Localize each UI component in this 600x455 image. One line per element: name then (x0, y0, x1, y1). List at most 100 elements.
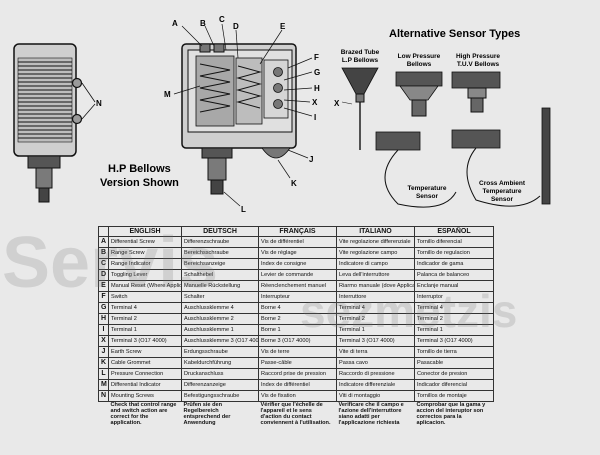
header-english: ENGLISH (108, 226, 182, 237)
cell-francais: Borne 3 (O17 4000) (258, 335, 337, 347)
cross-label-3: Sensor (491, 196, 514, 203)
cell-italiano: Leva dell'interruttore (336, 269, 415, 281)
callout-h: H (314, 84, 320, 93)
cell-francais: Index de consigne (258, 258, 337, 270)
cell-francais: Vis de réglage (258, 247, 337, 259)
cell-espanol: Palanca de balanceo (414, 269, 494, 281)
note-francais: Vérifier que l'échelle de l'appareil et … (260, 402, 331, 426)
cell-francais: Index de différentiel (258, 379, 337, 391)
cell-espanol: Tornillo de tierra (414, 346, 494, 358)
note-espanol: Comprobar que la gama y accion del inter… (416, 402, 486, 426)
cell-italiano: Passa cavo (336, 357, 415, 369)
low-label-2: Bellows (407, 61, 432, 68)
cell-english: Range Screw (108, 247, 182, 259)
cell-deutsch: Kabeldurchführung (181, 357, 259, 369)
cell-deutsch: Schalter (181, 291, 259, 303)
cell-italiano: Viti di montaggio (336, 390, 415, 402)
cell-deutsch: Bereichsanzeige (181, 258, 259, 270)
callout-n: N (96, 99, 102, 108)
callout-a: A (172, 19, 178, 28)
cell-english: Range Indicator (108, 258, 182, 270)
cell-english: Cable Grommet (108, 357, 182, 369)
cell-italiano: Indicatore di campo (336, 258, 415, 270)
cell-italiano: Vite regolazione campo (336, 247, 415, 259)
callout-g: G (314, 68, 320, 77)
cell-english: Differential Screw (108, 236, 182, 248)
cell-francais: Réenclenchement manuel (258, 280, 337, 292)
cell-deutsch: Schalthebel (181, 269, 259, 281)
high-label-2: T.U.V Bellows (457, 61, 500, 68)
row-key: D (98, 269, 109, 281)
row-key: C (98, 258, 109, 270)
cell-italiano: Raccordo di pressione (336, 368, 415, 380)
cell-english: Terminal 4 (108, 302, 182, 314)
cell-deutsch: Befestigungsschraube (181, 390, 259, 402)
header-italiano: ITALIANO (336, 226, 415, 237)
note-deutsch: Prüfen sie den Regelbereich entsprechend… (183, 402, 231, 426)
cell-espanol: Interruptor (414, 291, 494, 303)
row-key: G (98, 302, 109, 314)
cell-deutsch: Druckanschluss (181, 368, 259, 380)
cell-deutsch: Auschlussklemme 1 (181, 324, 259, 336)
cell-espanol: Terminal 2 (414, 313, 494, 325)
cell-francais: Borne 2 (258, 313, 337, 325)
callout-j: J (309, 155, 313, 164)
cell-deutsch: Auschlussklemme 4 (181, 302, 259, 314)
cell-english: Differential Indicator (108, 379, 182, 391)
cell-italiano: Interruttore (336, 291, 415, 303)
cell-deutsch: Differenzanzeige (181, 379, 259, 391)
cell-deutsch: Auschlussklemme 2 (181, 313, 259, 325)
side-view-diagram (13, 43, 96, 203)
cell-deutsch: Manuelle Rückstellung (181, 280, 259, 292)
callout-f: F (314, 53, 319, 62)
caption-line-1: H.P Bellows (108, 163, 171, 175)
note-italiano: Verificare che il campo e l'azione dell'… (338, 402, 404, 426)
cell-francais: Vis de différentiel (258, 236, 337, 248)
callout-c: C (219, 15, 225, 24)
callout-m: M (164, 90, 171, 99)
cross-label-1: Cross Ambient (479, 180, 526, 187)
row-key: M (98, 379, 109, 391)
cell-espanol: Terminal 4 (414, 302, 494, 314)
callout-d: D (233, 22, 239, 31)
cell-espanol: Indicador de gama (414, 258, 494, 270)
cell-english: Mounting Screws (108, 390, 182, 402)
low-label-1: Low Pressure (398, 53, 441, 60)
cell-espanol: Tornillo de regulacion (414, 247, 494, 259)
cell-francais: Borne 4 (258, 302, 337, 314)
row-key: I (98, 324, 109, 336)
caption-line-2: Version Shown (100, 177, 179, 189)
callout-x-sensor: X (334, 99, 340, 108)
high-label-1: High Pressure (456, 53, 500, 60)
cell-espanol: Pasacable (414, 357, 494, 369)
row-key: X (98, 335, 109, 347)
cell-english: Switch (108, 291, 182, 303)
front-view-diagram (173, 23, 313, 207)
temp-label-2: Sensor (416, 193, 439, 200)
cell-english: Pressure Connection (108, 368, 182, 380)
table-header-row: ENGLISH DEUTSCH FRANÇAIS ITALIANO ESPAÑO… (98, 226, 494, 237)
row-key: F (98, 291, 109, 303)
row-key: K (98, 357, 109, 369)
brazed-label-2: L.P Bellows (342, 57, 379, 64)
cell-deutsch: Erdungsschraube (181, 346, 259, 358)
cell-italiano: Riarmo manuale (dove Applicabile) (336, 280, 415, 292)
cell-espanol: Terminal 3 (O17 4000) (414, 335, 494, 347)
cell-deutsch: Bereichsschraube (181, 247, 259, 259)
brazed-label-1: Brazed Tube (341, 49, 380, 56)
header-francais: FRANÇAIS (258, 226, 337, 237)
cell-francais: Raccord prise de pression (258, 368, 337, 380)
sensor-illustrations (341, 67, 551, 208)
cell-italiano: Vite regolazione differenziale (336, 236, 415, 248)
